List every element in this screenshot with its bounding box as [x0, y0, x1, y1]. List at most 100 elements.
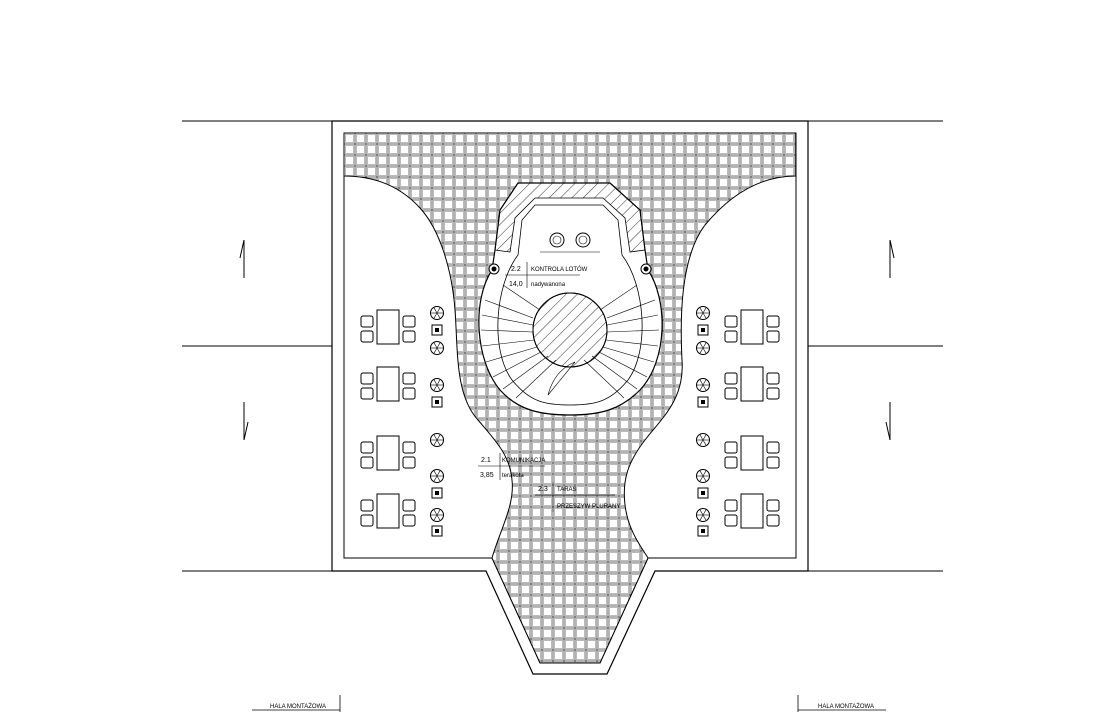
pot-core [435, 529, 439, 533]
table [740, 435, 764, 471]
table-set [724, 493, 780, 529]
room-name: KOMUNIKACJA [502, 458, 545, 464]
plant-pot-icon [696, 469, 710, 483]
chair [360, 315, 374, 328]
chair [724, 499, 738, 512]
room-labels: 2.1 KOMUNIKACJA 3,85 terakota 2.3 TARAS … [478, 453, 620, 512]
table-set [360, 435, 416, 471]
room-finish: nadywanona [531, 282, 566, 288]
spiral-stairs [480, 284, 660, 399]
chair [724, 315, 738, 328]
plant-pot-icon [696, 433, 710, 447]
plant-pot-icon [430, 469, 444, 483]
room-name: KONTROLA LOTÓW [531, 266, 588, 273]
table-set [724, 366, 780, 402]
door-swing [547, 361, 576, 396]
table-set [724, 435, 780, 471]
chair [402, 456, 416, 469]
furniture-right [724, 309, 780, 529]
up-arrow-icon [889, 239, 895, 278]
room-number: 2.2 [511, 266, 521, 273]
chair [766, 387, 780, 400]
pot-core [701, 529, 705, 533]
chair [766, 441, 780, 454]
table-set [360, 309, 416, 345]
chair [724, 514, 738, 527]
plant-pot-icon [696, 341, 710, 355]
plants-left [430, 306, 444, 537]
furniture-left [360, 309, 416, 529]
room-finish: terakota [502, 473, 524, 479]
tower-hatch-band [494, 182, 646, 253]
room-note: PRZESZYW PLURANY [557, 504, 620, 510]
room-name: TARAS [557, 487, 577, 493]
chair [360, 456, 374, 469]
direction-arrows [239, 239, 895, 441]
chair [766, 315, 780, 328]
table [740, 493, 764, 529]
chair [360, 330, 374, 343]
down-arrow-icon [243, 402, 249, 441]
chair [360, 514, 374, 527]
pot-core [435, 491, 439, 495]
chair [766, 330, 780, 343]
seat-icon [575, 232, 591, 248]
table-set [360, 366, 416, 402]
pot-core [435, 328, 439, 332]
context-lines [182, 120, 943, 572]
table [376, 435, 400, 471]
plants-right [696, 306, 710, 537]
plant-pot-icon [696, 378, 710, 392]
flight-control-room: 2.2 KONTROLA LOTÓW 14,0 nadywanona [478, 182, 663, 416]
chair [402, 315, 416, 328]
chair [402, 441, 416, 454]
chair [724, 372, 738, 385]
chair [402, 499, 416, 512]
chair [766, 514, 780, 527]
chair [766, 499, 780, 512]
chair [724, 441, 738, 454]
table [376, 309, 400, 345]
table-set [360, 493, 416, 529]
down-arrow-icon [885, 402, 891, 441]
up-arrow-icon [239, 239, 245, 278]
chair [402, 330, 416, 343]
chair [360, 372, 374, 385]
chair [402, 372, 416, 385]
plant-pot-icon [430, 508, 444, 522]
room-area: 3,85 [480, 472, 494, 479]
pot-core [701, 328, 705, 332]
hall-name: HALA MONTAŻOWA [270, 703, 326, 710]
table [740, 366, 764, 402]
hall-label-left: HALA MONTAŻOWA [252, 695, 341, 712]
room-area: 14,0 [509, 281, 523, 288]
chair [766, 372, 780, 385]
table [376, 493, 400, 529]
plant-pot-icon [696, 306, 710, 320]
chair [402, 387, 416, 400]
hall-name: HALA MONTAŻOWA [818, 703, 874, 710]
plant-pot-icon [696, 508, 710, 522]
seat-icon [549, 232, 565, 248]
room-number: 2.3 [538, 486, 548, 493]
plant-pot-icon [430, 433, 444, 447]
chair [402, 514, 416, 527]
plant-pot-icon [430, 378, 444, 392]
pot-core [435, 400, 439, 404]
chair [360, 387, 374, 400]
pot-core [701, 491, 705, 495]
table [740, 309, 764, 345]
chair [724, 330, 738, 343]
plant-pot-icon [430, 341, 444, 355]
tower-inner [497, 204, 643, 406]
chair [360, 499, 374, 512]
hall-label-right: HALA MONTAŻOWA [797, 695, 886, 712]
pot-core [701, 400, 705, 404]
plant-pot-icon [430, 306, 444, 320]
chair [724, 456, 738, 469]
chair [724, 387, 738, 400]
room-number: 2.1 [481, 457, 491, 464]
chair [766, 456, 780, 469]
chair [360, 441, 374, 454]
